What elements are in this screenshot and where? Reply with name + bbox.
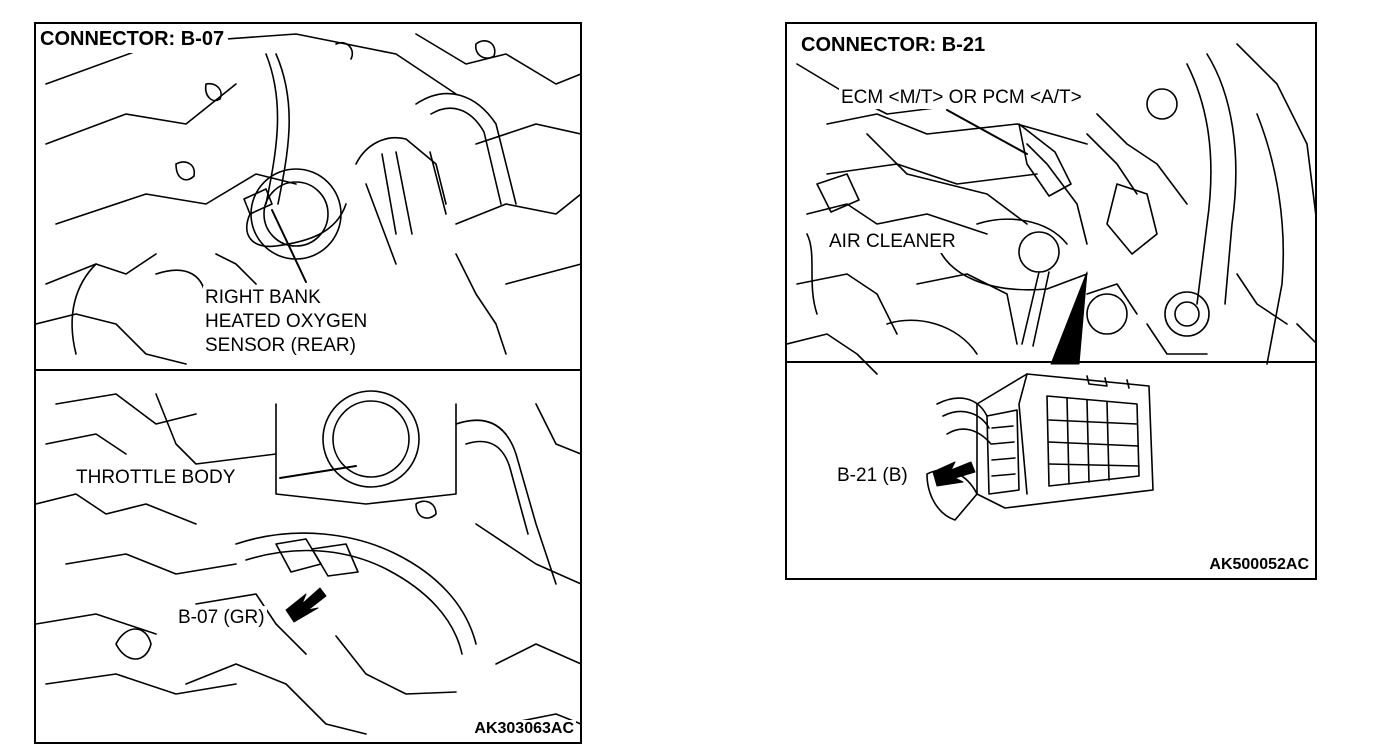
- ecu-box-drawing: [926, 373, 1154, 521]
- sensor-label-line1: RIGHT BANK: [203, 286, 323, 309]
- connector-label: B-21 (B): [835, 464, 910, 487]
- upper-engine-lines: [36, 33, 580, 365]
- figure-connector-b21: CONNECTOR: B-21 ECM <M/T> OR PCM <A/T> A…: [785, 22, 1317, 580]
- throttle-body-label: THROTTLE BODY: [74, 466, 238, 489]
- figure-code: AK500052AC: [1207, 556, 1311, 574]
- sensor-label-line2: HEATED OXYGEN: [203, 310, 370, 333]
- figure-title: CONNECTOR: B-07: [38, 28, 229, 53]
- figure-title: CONNECTOR: B-21: [799, 34, 990, 59]
- lower-engine-lines: [36, 390, 580, 735]
- figure-connector-b07: CONNECTOR: B-07 RIGHT BANK HEATED OXYGEN…: [34, 22, 582, 744]
- upper-engine-lines: [787, 43, 1315, 375]
- engine-line-drawing-b21: [787, 43, 1315, 521]
- connector-label: B-07 (GR): [176, 606, 267, 629]
- figure-code: AK303063AC: [472, 720, 576, 738]
- engine-line-drawing-b07: [36, 33, 580, 735]
- air-cleaner-label: AIR CLEANER: [827, 230, 958, 253]
- ecm-label: ECM <M/T> OR PCM <A/T>: [839, 86, 1084, 109]
- sensor-label-line3: SENSOR (REAR): [203, 334, 358, 357]
